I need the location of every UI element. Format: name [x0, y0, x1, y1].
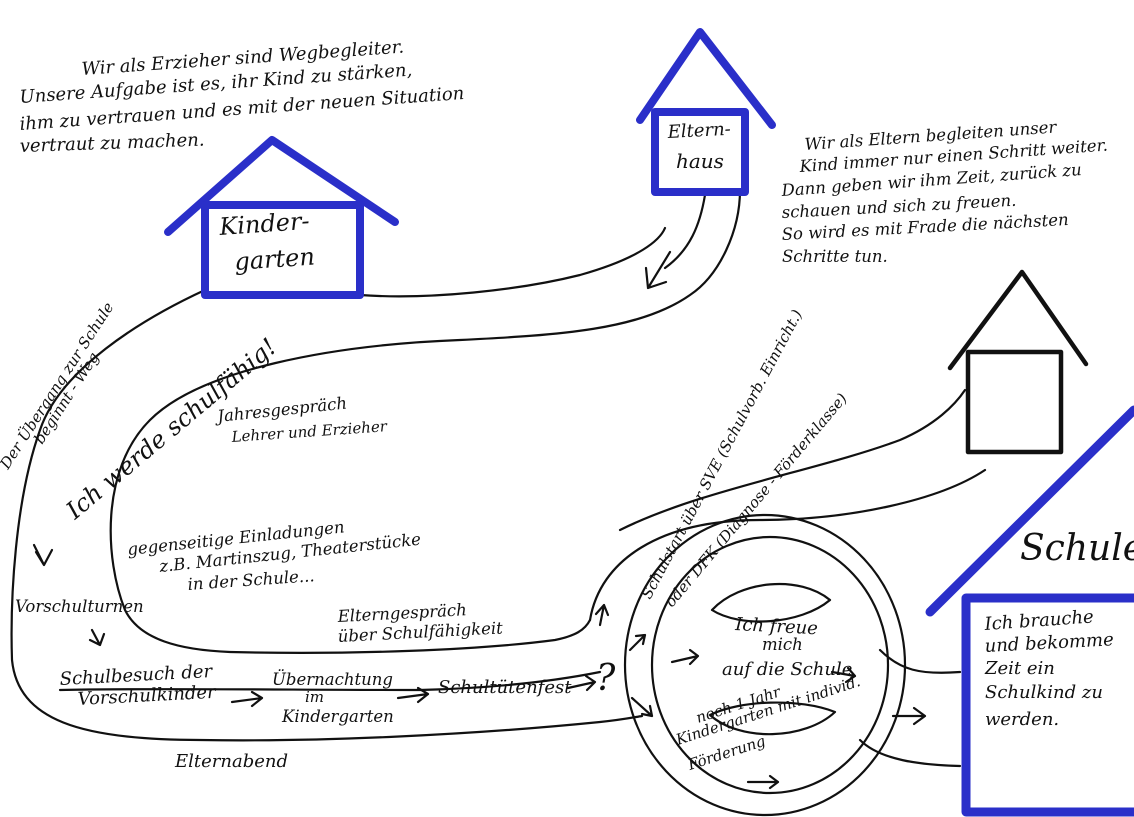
- lens-bottom: [708, 701, 837, 736]
- arrows: [32, 250, 927, 790]
- path-lower-edge: [58, 670, 602, 692]
- arrow-to-uebernachtung: [230, 690, 264, 708]
- parents-intro-text: Wir als Eltern begleiten unser Kind imme…: [780, 117, 1108, 266]
- arrow-left-down: [32, 543, 54, 567]
- arrow-center: [670, 648, 700, 666]
- uebernachtung-line-1: Übernachtung: [272, 669, 393, 689]
- school-text-line-4: Schulkind zu: [985, 682, 1103, 703]
- freue-line-1: Ich freue: [734, 614, 819, 639]
- school-text-line-5: werden.: [985, 709, 1059, 730]
- path-inner-edge-2: [109, 188, 742, 654]
- kindergarten-label-line-1: Kinder-: [217, 207, 310, 241]
- uebernachtung-line-2: im: [305, 688, 324, 706]
- arrow-lower-right: [630, 696, 654, 718]
- decision-circle: Schulstart über SVE (Schulvorb. Einricht…: [623, 306, 907, 817]
- freue-line-2: mich: [762, 635, 803, 654]
- uebernachtung-line-3: Kindergarten: [281, 707, 394, 726]
- educators-intro-text: Wir als Erzieher sind Wegbegleiter. Unse…: [19, 37, 465, 157]
- path-inner-edge-1: [358, 226, 667, 298]
- black-house-roof: [947, 269, 1089, 371]
- lens-top: [710, 582, 832, 623]
- elternhaus-label-line-2: haus: [676, 149, 724, 173]
- school-title: Schule: [1020, 528, 1134, 569]
- vorschulturnen-label: Vorschulturnen: [15, 597, 144, 616]
- kindergarten-house: Kinder- garten: [164, 136, 399, 299]
- path-outline: [10, 188, 987, 768]
- kindergarten-walls: [201, 201, 364, 299]
- path-outer-edge: [10, 288, 644, 742]
- kindergarten-label-line-2: garten: [233, 242, 315, 276]
- black-house-walls: [965, 349, 1064, 455]
- kindergarten-roof: [164, 136, 399, 236]
- school-roof: [925, 405, 1134, 617]
- school-walls: [961, 593, 1134, 817]
- arrow-freue-right: [830, 666, 857, 684]
- elternhaus-roof: [636, 28, 776, 129]
- school-text-line-3: Zeit ein: [984, 658, 1055, 679]
- elternabend-label: Elternabend: [174, 751, 288, 772]
- arrow-to-schultuetenfest: [396, 686, 430, 704]
- elternhaus-label-line-1: Eltern-: [666, 119, 731, 143]
- schulstart-line-1: Schulstart über SVE (Schulvorb. Einricht…: [638, 306, 806, 601]
- uebergang-line-1: Der Übergang zur Schule: [0, 299, 118, 473]
- path-road-lower: [878, 648, 962, 674]
- schultuetenfest-label: Schultütenfest: [438, 677, 572, 698]
- circle-outer: [623, 513, 907, 817]
- arrow-elternhaus-down: [644, 250, 672, 290]
- parents-line-6: Schritte tun.: [782, 247, 888, 266]
- arrow-to-school: [891, 706, 927, 726]
- black-house: [947, 269, 1089, 455]
- arrow-noch-right: [746, 774, 780, 790]
- path-road-bottom: [858, 738, 962, 768]
- circle-inner: [650, 535, 890, 795]
- path-labels: Der Übergang zur Schule beginnt - Weg Ic…: [0, 299, 616, 772]
- arrow-vorschulturnen: [88, 628, 106, 647]
- path-road-upper-2: [618, 388, 967, 532]
- arrow-to-question: [566, 674, 597, 692]
- elternhaus-walls: [651, 108, 749, 196]
- elternhaus-house: Eltern- haus: [636, 28, 776, 196]
- arrow-upper-right: [628, 633, 647, 652]
- path-inner-edge-3: [663, 193, 707, 270]
- educators-line-4: vertraut zu machen.: [19, 130, 204, 157]
- freue-line-3: auf die Schule: [722, 659, 852, 680]
- arrow-up: [594, 603, 610, 627]
- path-road-upper: [588, 468, 987, 622]
- question-mark: ?: [596, 658, 616, 699]
- school-building: Schule Ich brauche und bekomme Zeit ein …: [925, 405, 1134, 817]
